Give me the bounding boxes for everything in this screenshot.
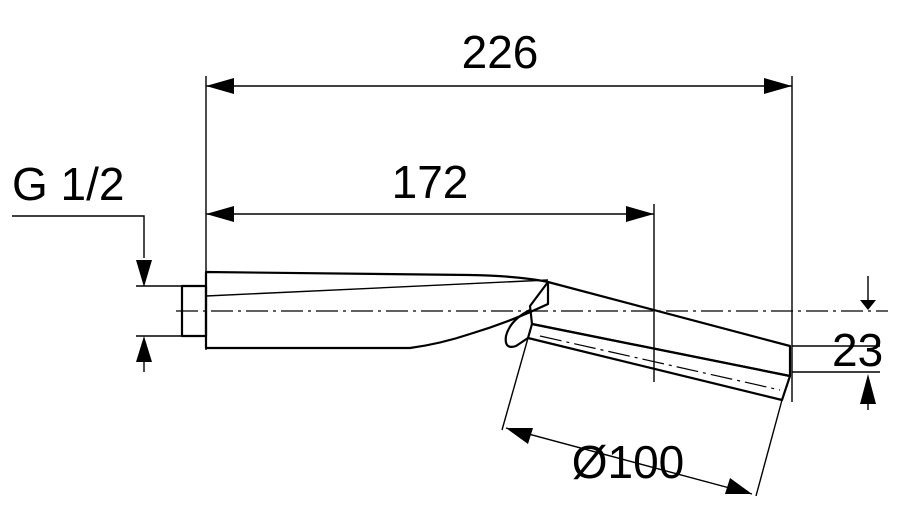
diameter-extension-left [501,337,529,431]
head-diameter-label: Ø100 [572,436,685,488]
overall-arrow-right [764,78,792,94]
diameter-arrow-right [725,478,752,494]
handle-length-dimension: 172 [206,156,655,382]
overall-length-dimension: 226 [205,26,793,402]
handle-arrow-left [206,206,234,222]
handle-length-label: 172 [392,156,469,208]
shower-head-body [528,280,792,378]
thread-arrow-bottom [136,336,152,362]
head-thickness-label: 23 [832,324,883,376]
nozzle-row [539,335,781,391]
spray-selector-lever [504,308,532,348]
overall-length-label: 226 [462,26,539,78]
head-diameter-dimension: Ø100 [501,337,783,497]
overall-arrow-left [206,78,234,94]
thread-arrow-top [136,260,152,287]
shower-body [180,270,792,402]
diameter-line [505,427,753,495]
thread-leader-line [12,215,145,258]
head-thickness-dimension: 23 [792,276,883,410]
thread-dimension: G 1/2 [12,158,190,372]
diameter-arrow-left [506,428,533,444]
thread-label: G 1/2 [12,158,125,210]
thickness-arrow-top [860,300,876,310]
thickness-arrow-bottom [860,374,876,404]
handle-highlight-line [205,279,549,297]
diameter-extension-right [755,399,783,497]
shower-handle [204,270,550,350]
handle-arrow-right [626,206,654,222]
